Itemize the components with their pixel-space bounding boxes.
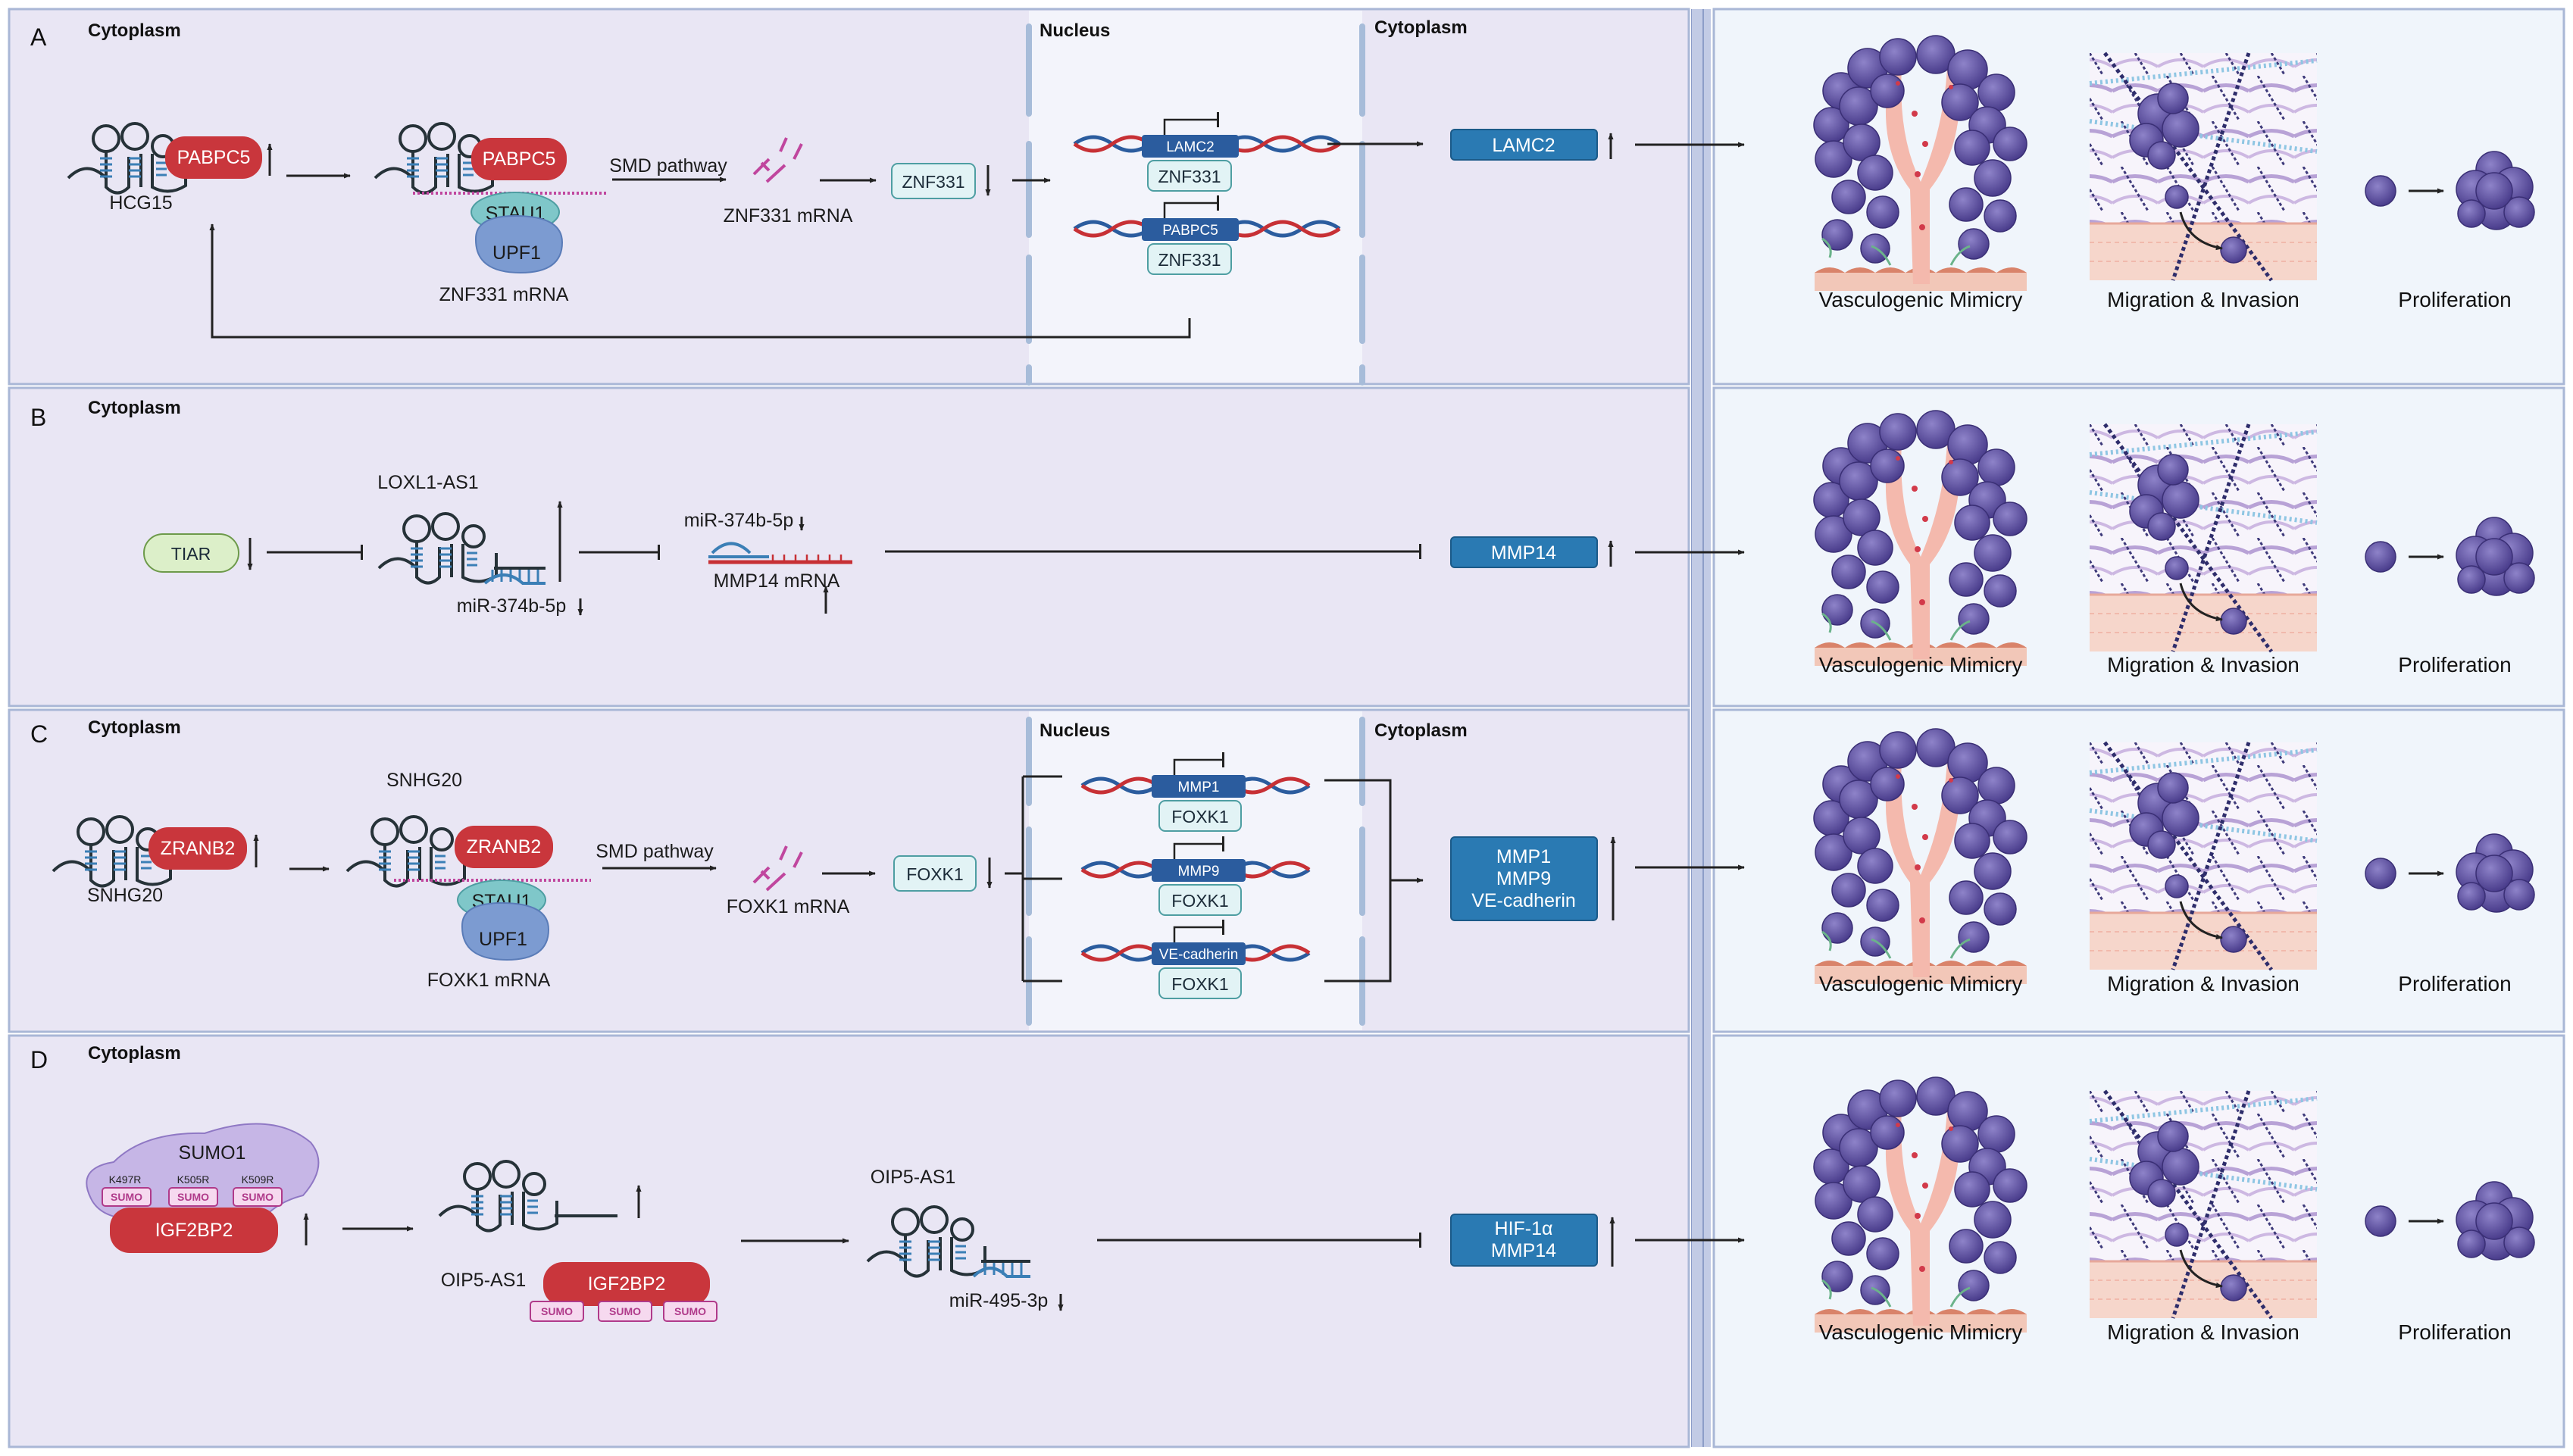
gene-label: PABPC5	[1162, 223, 1218, 239]
effector-label: HIF-1α	[1495, 1218, 1553, 1239]
gene-label: LAMC2	[1166, 139, 1214, 155]
sumo1-label: SUMO1	[179, 1142, 246, 1164]
degraded-mrna-label: FOXK1 mRNA	[727, 896, 850, 917]
sumo-tag: SUMO	[242, 1191, 274, 1203]
sumo-tag: SUMO	[674, 1305, 706, 1317]
outcome-label: Migration & Invasion	[2107, 288, 2299, 311]
outcome-label: Proliferation	[2398, 1320, 2511, 1344]
outcome-label: Proliferation	[2398, 288, 2511, 311]
outcome-label: Proliferation	[2398, 972, 2511, 995]
effector-label: MMP14	[1491, 542, 1556, 564]
effector-label: LAMC2	[1492, 135, 1555, 156]
outcome-row: Vasculogenic Mimicry Migration & Invasio…	[1812, 727, 2534, 995]
protein-label: IGF2BP2	[155, 1220, 233, 1241]
outcome-row: Vasculogenic Mimicry Migration & Invasio…	[1812, 34, 2534, 311]
panel-tag: D	[30, 1046, 48, 1073]
gene-label: VE-cadherin	[1159, 947, 1239, 963]
lncrna-label: HCG15	[109, 192, 172, 214]
sumo-tag: SUMO	[609, 1305, 641, 1317]
upstream-label: TIAR	[171, 544, 211, 564]
site-label: K509R	[242, 1173, 274, 1186]
panel-a: A Cytoplasm Nucleus Cytoplasm PABPC5 HCG…	[30, 17, 1745, 339]
factor-label: FOXK1	[1171, 891, 1228, 911]
panel-tag: C	[30, 720, 48, 748]
mirna-bound-label: miR-374b-5p	[457, 595, 567, 617]
outcome-label: Proliferation	[2398, 653, 2511, 676]
complex-mrna-label: FOXK1 mRNA	[427, 970, 551, 991]
compartment-label: Cytoplasm	[88, 1043, 181, 1064]
outcome-label: Vasculogenic Mimicry	[1819, 1320, 2023, 1344]
outcome-label: Vasculogenic Mimicry	[1819, 288, 2023, 311]
panel-c: C Cytoplasm Nucleus Cytoplasm ZRANB2 SNH…	[30, 717, 1745, 999]
rbp-label: PABPC5	[177, 147, 251, 168]
outcome-label: Vasculogenic Mimicry	[1819, 653, 2023, 676]
outcome-row: Vasculogenic Mimicry Migration & Invasio…	[1812, 1076, 2534, 1344]
lncrna-top-label: SNHG20	[386, 770, 462, 791]
outcome-row: Vasculogenic Mimicry Migration & Invasio…	[1812, 409, 2534, 676]
lncrna-label: OIP5-AS1	[441, 1270, 527, 1291]
compartment-label: Nucleus	[1040, 720, 1110, 741]
compartment-label: Cytoplasm	[1374, 720, 1468, 741]
factor-label: FOXK1	[1171, 807, 1228, 826]
rbp-label: ZRANB2	[467, 836, 542, 858]
mirna-free-label: miR-374b-5p	[684, 510, 794, 531]
compartment-label: Cytoplasm	[88, 398, 181, 418]
compartment-label: Nucleus	[1040, 20, 1110, 41]
panel-tag: B	[30, 404, 46, 431]
factor-label: ZNF331	[1158, 250, 1221, 270]
gene-label: MMP9	[1178, 864, 1220, 880]
cell-membrane-divider	[1691, 9, 1711, 1447]
panel-b: B Cytoplasm TIAR LOXL1-AS1 miR-374b-5p m…	[30, 398, 1745, 617]
feedback-arrow	[209, 223, 1191, 339]
upf1-label: UPF1	[492, 242, 541, 264]
site-label: K505R	[177, 1173, 210, 1186]
panel-tag: A	[30, 23, 47, 51]
upf1-label: UPF1	[479, 929, 527, 950]
outcome-label: Vasculogenic Mimicry	[1819, 972, 2023, 995]
rbp-label: PABPC5	[483, 148, 556, 170]
compartment-label: Cytoplasm	[88, 20, 181, 41]
lncrna-label: LOXL1-AS1	[377, 472, 478, 493]
outcome-label: Migration & Invasion	[2107, 653, 2299, 676]
sumo-tag: SUMO	[177, 1191, 209, 1203]
factor-label: FOXK1	[1171, 974, 1228, 994]
sumo-tag: SUMO	[111, 1191, 142, 1203]
site-label: K497R	[109, 1173, 142, 1186]
degraded-mrna-fragments	[752, 845, 803, 892]
compartment-label: Cytoplasm	[1374, 17, 1468, 38]
tf-label: FOXK1	[906, 864, 963, 884]
pathway-label: SMD pathway	[596, 841, 714, 862]
outcome-label: Migration & Invasion	[2107, 1320, 2299, 1344]
tf-label: ZNF331	[902, 172, 964, 192]
compartment-label: Cytoplasm	[88, 717, 181, 738]
complex-mrna-label: ZNF331 mRNA	[439, 284, 569, 305]
degraded-mrna-fragments	[752, 137, 803, 183]
panel-d: D Cytoplasm SUMO1 K497R K505R K509R SUMO…	[30, 1043, 1745, 1322]
rbp-label: IGF2BP2	[588, 1273, 666, 1295]
degraded-mrna-label: ZNF331 mRNA	[724, 205, 853, 227]
lncrna-label: SNHG20	[87, 885, 163, 906]
rbp-pill	[165, 136, 262, 179]
effector-label: VE-cadherin	[1471, 890, 1576, 911]
target-mrna-label: MMP14 mRNA	[714, 570, 840, 592]
effector-label: MMP9	[1496, 868, 1551, 889]
pathway-label: SMD pathway	[609, 155, 727, 177]
outcome-label: Migration & Invasion	[2107, 972, 2299, 995]
gene-label: MMP1	[1178, 780, 1220, 795]
mirna-label: miR-495-3p	[949, 1290, 1049, 1311]
factor-label: ZNF331	[1158, 167, 1221, 186]
effector-label: MMP1	[1496, 846, 1551, 867]
rbp-label: ZRANB2	[161, 838, 236, 859]
sponge-label: OIP5-AS1	[871, 1167, 956, 1188]
effector-label: MMP14	[1491, 1240, 1556, 1261]
sumo-tag: SUMO	[541, 1305, 573, 1317]
